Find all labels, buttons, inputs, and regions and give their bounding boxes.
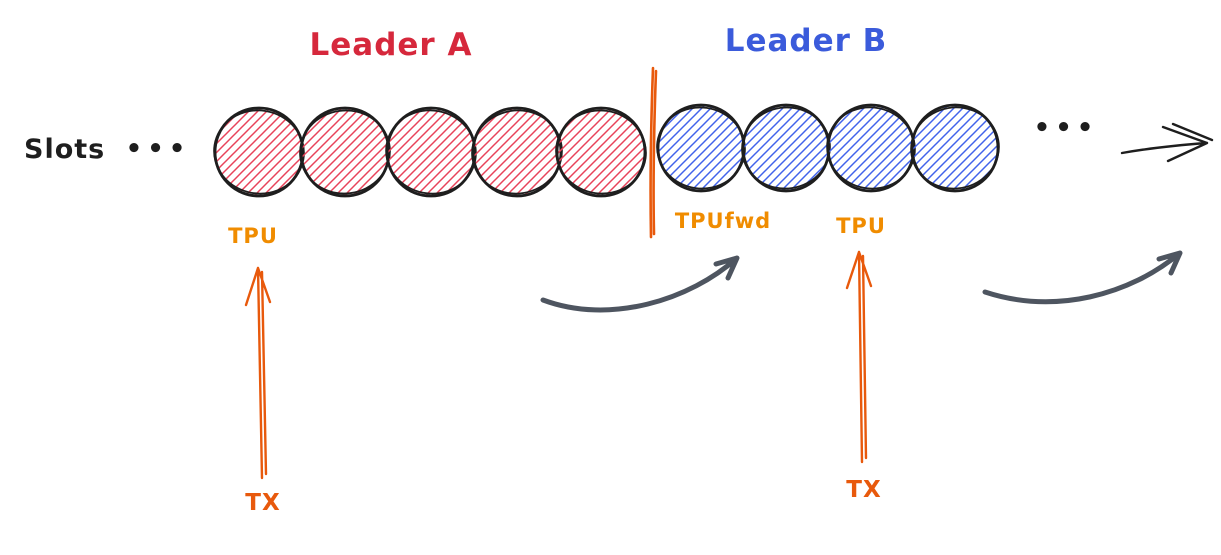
tpu-label-leader-a: TPU (228, 224, 278, 248)
leader-a-title: Leader A (309, 27, 473, 63)
tx-label-leader-a: TX (245, 490, 281, 516)
tx-to-tpu-arrow-leader-b-icon (845, 250, 873, 464)
tpu-label-leader-b: TPU (836, 214, 886, 238)
slot-circle-leader-b-2 (741, 103, 831, 193)
slot-circle-leader-b-4 (910, 103, 1000, 193)
slot-circle-leader-a-2 (299, 106, 391, 198)
leader-transition-arrow-b-to-next-icon (982, 250, 1183, 305)
slot-circle-leader-a-3 (385, 106, 477, 198)
ellipsis-left: ••• (125, 134, 191, 164)
tpufwd-label-leader-b: TPUfwd (674, 209, 772, 233)
slot-circle-leader-a-1 (213, 106, 305, 198)
leader-boundary-divider (649, 66, 658, 239)
slot-circle-leader-a-5 (555, 106, 647, 198)
slot-circle-leader-b-1 (656, 103, 746, 193)
tx-to-tpu-arrow-leader-a-icon (244, 266, 272, 480)
slots-label: Slots (24, 134, 106, 165)
leader-transition-arrow-a-to-b-icon (540, 255, 740, 313)
slot-circle-leader-a-4 (471, 106, 563, 198)
slot-circle-leader-b-3 (826, 103, 916, 193)
ellipsis-right: ••• (1033, 113, 1099, 143)
tx-label-leader-b: TX (846, 477, 882, 503)
leader-b-title: Leader B (724, 23, 888, 59)
timeline-continue-arrow-icon (1120, 122, 1214, 163)
